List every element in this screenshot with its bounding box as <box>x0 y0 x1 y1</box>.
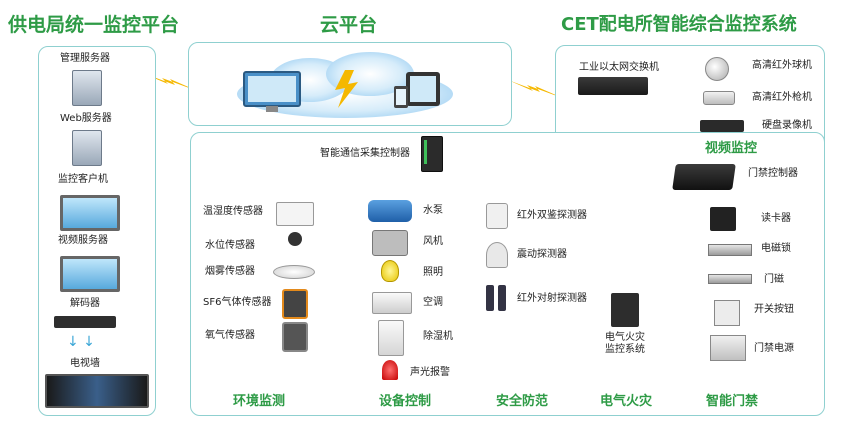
light-bulb-icon <box>381 260 399 282</box>
door-sensor-label: 门磁 <box>764 274 784 285</box>
magnetic-lock-icon <box>708 244 752 256</box>
environment-category-label: 环境监测 <box>233 394 286 409</box>
temp-humidity-sensor-icon <box>276 202 314 226</box>
switch-label: 工业以太网交换机 <box>579 62 659 73</box>
ac-label: 空调 <box>423 297 443 308</box>
monitor-client-label: 监控客户机 <box>58 174 108 185</box>
smoke-sensor-icon <box>273 265 315 279</box>
access-controller-label: 门禁控制器 <box>748 168 798 179</box>
beam-detector-label: 红外对射探测器 <box>517 293 587 304</box>
water-level-label: 水位传感器 <box>205 240 255 251</box>
bullet-camera-icon <box>703 91 735 105</box>
dehumidifier-icon <box>378 320 404 356</box>
dehumidifier-label: 除湿机 <box>423 331 453 342</box>
temp-humidity-label: 温湿度传感器 <box>203 206 263 217</box>
lighting-label: 照明 <box>423 267 443 278</box>
power-supply-label: 门禁电源 <box>754 343 794 354</box>
server-icon <box>72 70 102 106</box>
server-icon <box>72 130 102 166</box>
alarm-light-icon <box>382 360 398 380</box>
dome-camera-label: 高清红外球机 <box>752 60 812 71</box>
air-conditioner-icon <box>372 292 412 314</box>
dual-detector-icon <box>486 203 508 229</box>
controller-led-icon <box>424 140 427 164</box>
vibration-detector-icon <box>486 242 508 268</box>
lightning-bolt-left-icon <box>140 72 200 92</box>
cloud-icon <box>237 52 453 118</box>
nvr-icon <box>700 120 744 132</box>
beam-detector-icon <box>486 285 494 311</box>
cloud-platform-title: 云平台 <box>320 14 378 36</box>
left-platform-title: 供电局统一监控平台 <box>8 14 180 36</box>
fan-icon <box>372 230 408 256</box>
door-sensor-icon <box>708 274 752 284</box>
fire-category-label: 电气火灾 <box>600 394 653 409</box>
water-level-sensor-icon <box>288 232 302 246</box>
oxygen-label: 氧气传感器 <box>205 330 255 341</box>
nvr-label: 硬盘录像机 <box>762 120 812 131</box>
card-reader-icon <box>710 207 736 231</box>
fan-label: 风机 <box>423 236 443 247</box>
access-category-label: 智能门禁 <box>706 394 759 409</box>
controller-label: 智能通信采集控制器 <box>320 148 410 159</box>
tv-wall-label: 电视墙 <box>70 358 100 369</box>
ethernet-switch-icon <box>578 77 648 95</box>
alarm-label: 声光报警 <box>410 367 450 378</box>
exit-button-label: 开关按钮 <box>754 304 794 315</box>
video-category-label: 视频监控 <box>705 141 758 156</box>
fire-monitor-label: 电气火灾 监控系统 <box>605 332 645 355</box>
left-platform-panel <box>38 46 156 416</box>
oxygen-sensor-icon <box>282 322 308 352</box>
dual-detector-label: 红外双鉴探测器 <box>517 210 587 221</box>
web-server-label: Web服务器 <box>60 113 112 124</box>
mgmt-server-label: 管理服务器 <box>60 53 110 64</box>
card-reader-label: 读卡器 <box>761 213 791 224</box>
video-server-label: 视频服务器 <box>58 235 108 246</box>
decoder-label: 解码器 <box>70 298 100 309</box>
security-category-label: 安全防范 <box>496 394 549 409</box>
smoke-label: 烟雾传感器 <box>205 266 255 277</box>
lightning-bolt-right-icon <box>508 80 565 99</box>
power-supply-icon <box>710 335 746 361</box>
monitor-icon <box>60 256 120 292</box>
system-title: CET配电所智能综合监控系统 <box>561 14 797 35</box>
monitor-icon <box>60 195 120 231</box>
magnetic-lock-label: 电磁锁 <box>761 243 791 254</box>
water-pump-icon <box>368 200 412 222</box>
pump-label: 水泵 <box>423 205 443 216</box>
dome-camera-icon <box>705 57 729 81</box>
decoder-icon <box>54 316 116 328</box>
fire-monitor-device-icon <box>611 293 639 327</box>
vibration-detector-label: 震动探测器 <box>517 249 567 260</box>
sf6-label: SF6气体传感器 <box>203 297 272 308</box>
beam-detector-icon <box>498 285 506 311</box>
down-arrow-icon: ↓ ↓ <box>67 334 95 350</box>
exit-button-icon <box>714 300 740 326</box>
access-controller-icon <box>672 164 736 190</box>
sf6-sensor-icon <box>282 289 308 319</box>
bullet-camera-label: 高清红外枪机 <box>752 92 812 103</box>
equipment-category-label: 设备控制 <box>379 394 432 409</box>
tv-wall-icon <box>45 374 149 408</box>
